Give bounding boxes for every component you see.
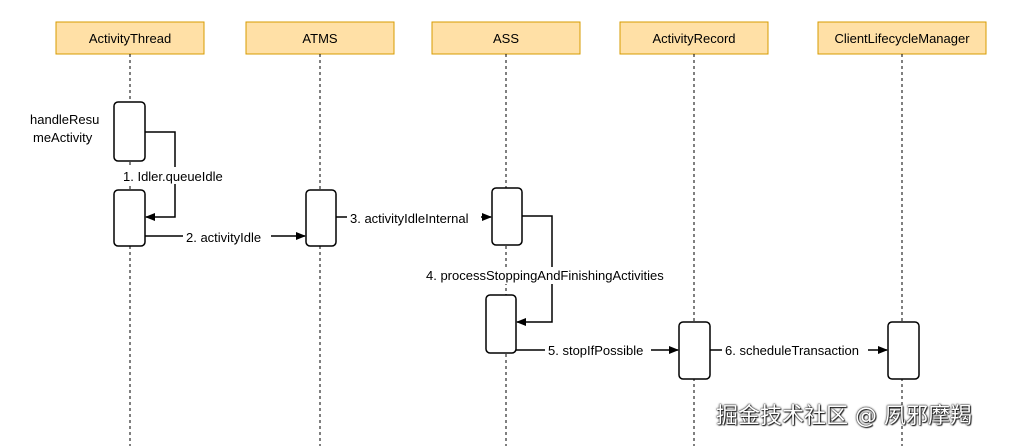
message-6: 6. scheduleTransaction <box>710 342 888 359</box>
activation-bar <box>887 321 920 380</box>
message-label: 5. stopIfPossible <box>548 343 643 358</box>
activation-bar <box>485 294 517 354</box>
participant-label: ASS <box>493 31 519 46</box>
message-3: 3. activityIdleInternal <box>336 209 492 226</box>
watermark: 掘金技术社区 @ 夙邪摩羯 <box>716 404 972 429</box>
activation-bar <box>678 321 711 380</box>
message-label: 4. processStoppingAndFinishingActivities <box>426 268 664 283</box>
participant-ass: ASS <box>431 21 581 55</box>
participant-activity-record: ActivityRecord <box>619 21 769 55</box>
activation-bar <box>305 189 337 247</box>
note-line-1: handleResu <box>30 112 99 127</box>
message-5: 5. stopIfPossible <box>516 342 679 359</box>
participant-label: ATMS <box>302 31 337 46</box>
message-label: 2. activityIdle <box>186 230 261 245</box>
participant-label: ActivityThread <box>89 31 171 46</box>
participant-atms: ATMS <box>245 21 395 55</box>
participant-activity-thread: ActivityThread <box>55 21 205 55</box>
participant-label: ClientLifecycleManager <box>834 31 970 46</box>
activation-bar <box>113 101 146 162</box>
message-2: 2. activityIdle <box>145 228 306 245</box>
note-line-2: meActivity <box>33 130 93 145</box>
message-label: 1. Idler.queueIdle <box>123 169 223 184</box>
participant-client-lifecycle-manager: ClientLifecycleManager <box>817 21 987 55</box>
activation-bar <box>491 187 523 246</box>
message-1: 1. Idler.queueIdle <box>118 131 230 221</box>
activation-bar <box>113 189 146 247</box>
message-4: 4. processStoppingAndFinishingActivities <box>423 215 685 326</box>
participant-label: ActivityRecord <box>652 31 735 46</box>
message-label: 6. scheduleTransaction <box>725 343 859 358</box>
message-label: 3. activityIdleInternal <box>350 211 469 226</box>
